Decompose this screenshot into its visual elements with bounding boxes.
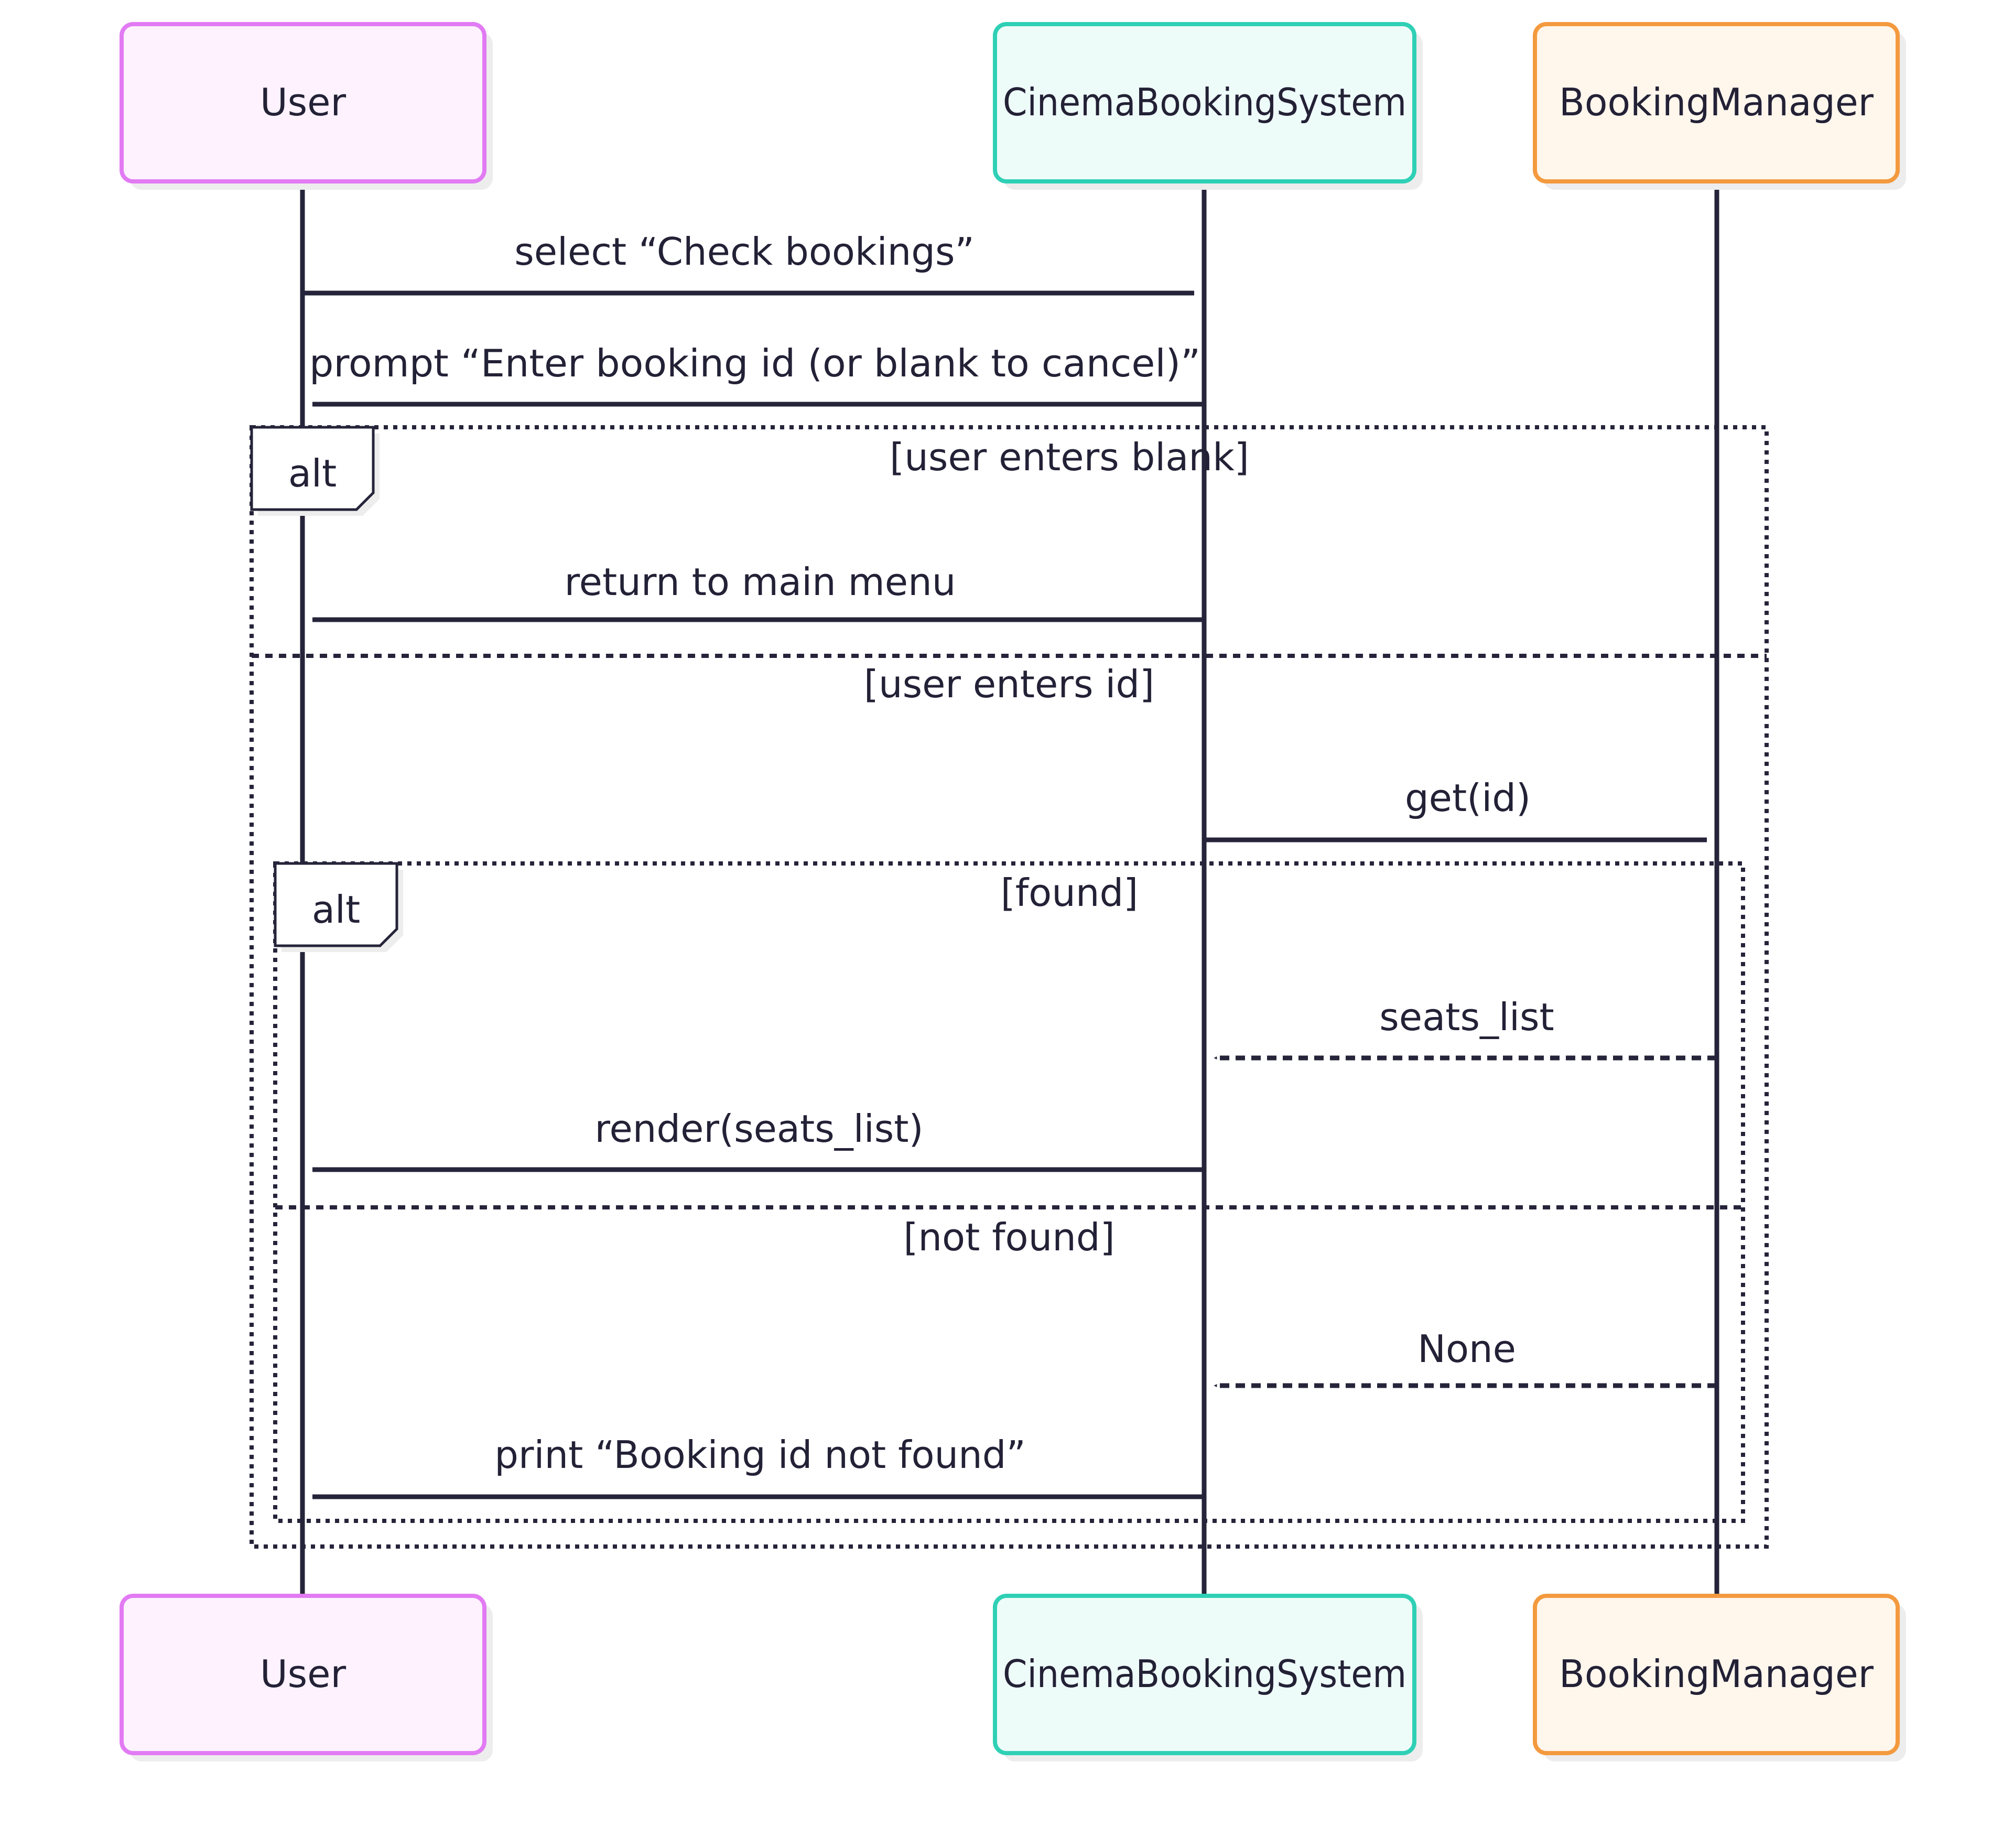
actor-system-top[interactable]: CinemaBookingSystem (993, 22, 1423, 190)
condition-label: [found] (1001, 871, 1139, 915)
message-label: select “Check bookings” (514, 230, 975, 274)
actor-label: User (260, 1652, 347, 1696)
message-label: render(seats_list) (594, 1107, 923, 1151)
condition-label: [user enters id] (864, 662, 1154, 706)
message-label: return to main menu (565, 560, 956, 604)
message-get-id: get(id) (1204, 776, 1707, 842)
message-seats-list: seats_list (1214, 995, 1717, 1061)
message-return-to-main-menu: return to main menu (312, 560, 1204, 622)
actor-label: BookingManager (1559, 1652, 1874, 1696)
alt-keyword: alt (312, 888, 360, 932)
alt-tag-inner: alt (274, 862, 403, 952)
alt-tag-outer: alt (250, 426, 380, 516)
actor-label: CinemaBookingSystem (1003, 80, 1406, 124)
message-label: prompt “Enter booking id (or blank to ca… (309, 341, 1200, 385)
actor-label: CinemaBookingSystem (1003, 1652, 1406, 1696)
alt-fragment-outer: alt [user enters blank] [user enters id] (250, 425, 1769, 1549)
alt-keyword: alt (288, 451, 337, 495)
actor-label: BookingManager (1559, 80, 1874, 124)
message-render-seats-list: render(seats_list) (312, 1107, 1204, 1172)
condition-label: [user enters blank] (890, 435, 1249, 479)
actor-user-bottom[interactable]: User (120, 1594, 493, 1761)
condition-label: [not found] (903, 1215, 1114, 1259)
message-label: None (1417, 1327, 1516, 1371)
actor-label: User (260, 80, 347, 124)
actor-user-top[interactable]: User (120, 22, 493, 190)
message-select-check-bookings: select “Check bookings” (302, 230, 1195, 296)
message-prompt-booking-id: prompt “Enter booking id (or blank to ca… (309, 341, 1204, 407)
message-label: get(id) (1405, 776, 1531, 820)
message-none: None (1214, 1327, 1717, 1388)
actor-system-bottom[interactable]: CinemaBookingSystem (993, 1594, 1423, 1761)
message-label: print “Booking id not found” (494, 1433, 1026, 1477)
message-print-not-found: print “Booking id not found” (312, 1433, 1204, 1499)
actor-manager-top[interactable]: BookingManager (1533, 22, 1906, 190)
message-label: seats_list (1379, 995, 1554, 1039)
actor-manager-bottom[interactable]: BookingManager (1533, 1594, 1906, 1761)
alt-fragment-inner: alt [found] [not found] (273, 861, 1745, 1523)
